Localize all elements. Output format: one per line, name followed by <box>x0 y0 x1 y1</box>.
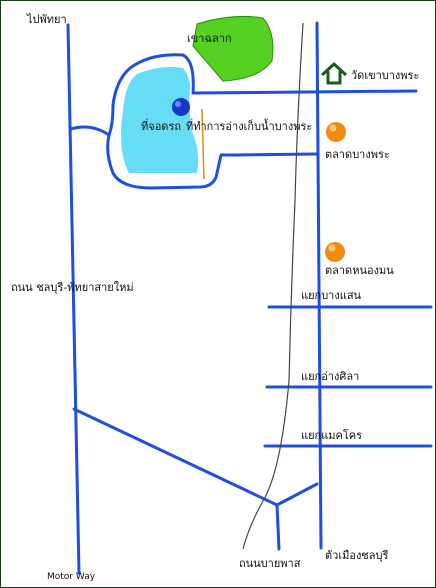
label-to-pattaya: ไปพัทยา <box>27 13 67 26</box>
label-wat-khao-bang-phra: วัดเขาบางพระ <box>351 69 420 82</box>
label-chonburi-city: ตัวเมืองชลบุรี <box>325 549 389 562</box>
parking-marker <box>172 98 190 116</box>
road-reservoir-loop <box>69 53 418 137</box>
railway-line <box>242 22 304 550</box>
label-railway: ถนนบายพาส <box>239 557 301 570</box>
label-nong-mon-market: ตลาดหนองมน <box>325 264 394 277</box>
label-parking: ที่จอดรถ <box>141 120 182 133</box>
road-motorway-link <box>72 407 319 507</box>
market-marker-nong-mon <box>325 242 345 262</box>
reservoir-water <box>121 66 199 173</box>
road-bypass <box>275 503 281 551</box>
road-reservoir-south <box>106 133 318 190</box>
label-makro-junction: แยกแมคโคร <box>301 429 363 442</box>
temple-icon <box>320 61 348 85</box>
label-reservoir-office: ที่ทำการอ่างเก็บน้ำบางพระ <box>186 120 313 133</box>
label-khao-lak: เขาฉลาก <box>187 32 232 45</box>
label-bang-saen-junction: แยกบางแสน <box>301 289 362 302</box>
road-chonburi-pattaya <box>66 23 81 575</box>
market-marker-bang-phra <box>326 122 346 142</box>
road-network <box>66 21 433 575</box>
label-ang-sila-junction: แยกอ่างศิลา <box>301 370 360 383</box>
label-bang-phra-market: ตลาดบางพระ <box>325 148 390 161</box>
label-chonburi-pattaya-road: ถนน ชลบุรี-พัทยาสายใหม่ <box>11 281 134 294</box>
label-motorway: Motor Way <box>47 572 96 582</box>
road-east <box>315 21 323 550</box>
hill-area <box>192 15 274 82</box>
footpath <box>201 108 205 180</box>
